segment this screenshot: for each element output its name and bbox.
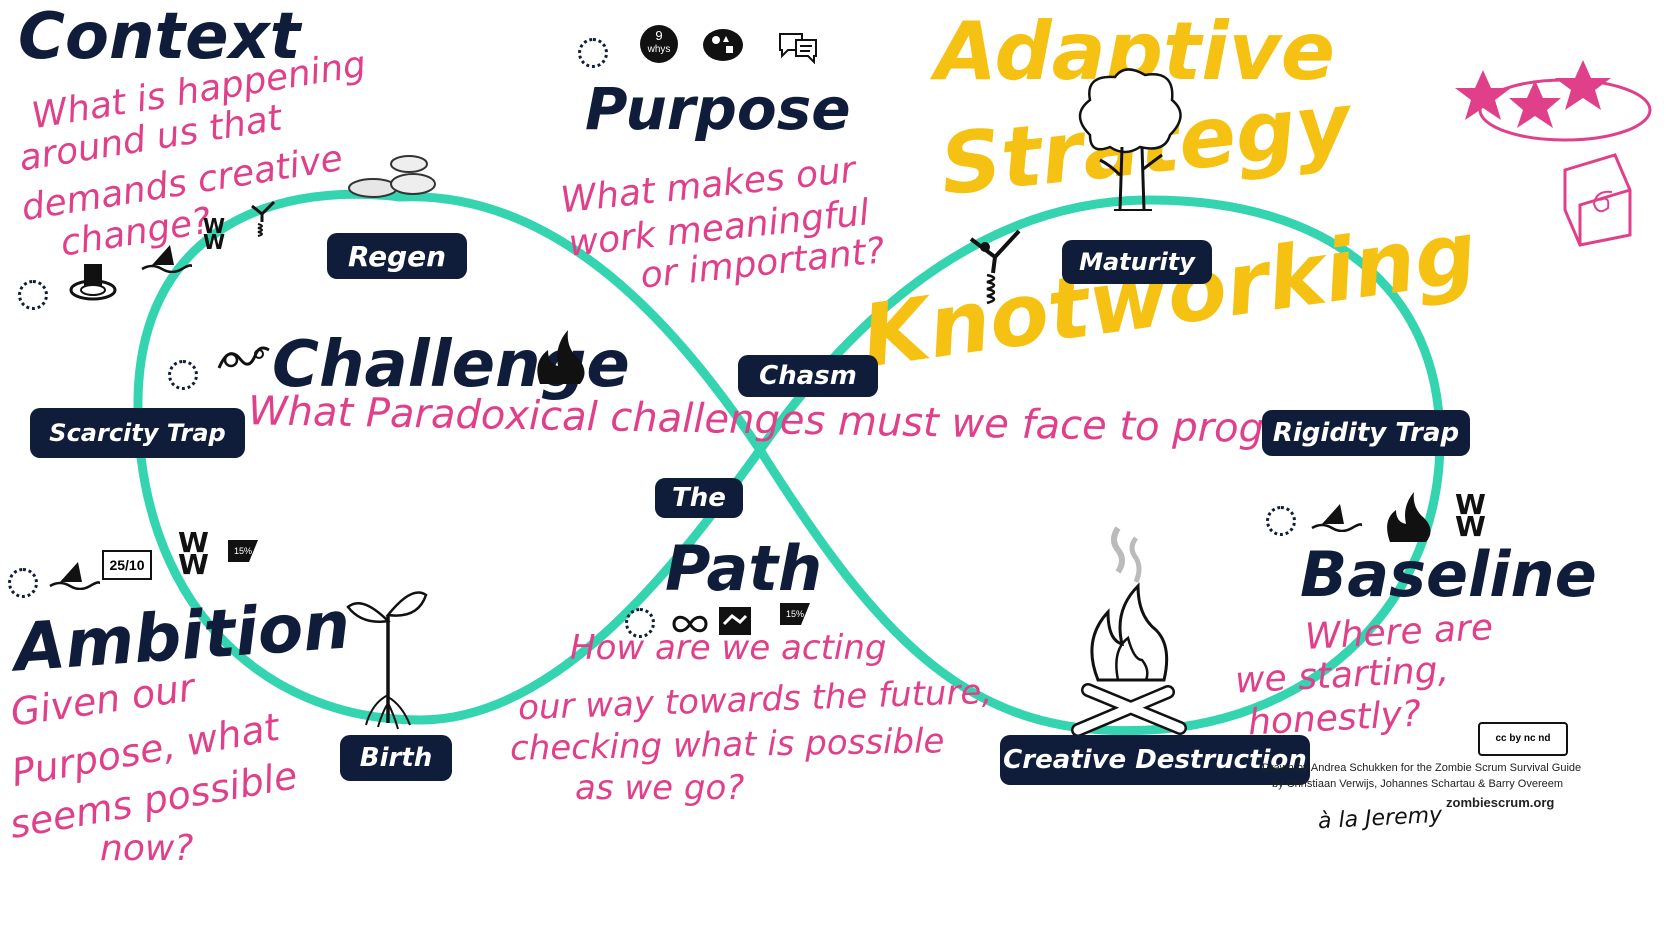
dotted-circle-icon xyxy=(8,568,38,598)
tree-icon xyxy=(1078,68,1182,211)
pill-birth: Birth xyxy=(340,735,452,781)
shark-fin-icon xyxy=(1311,504,1362,532)
credits-line-1: Drawn by Andrea Schukken for the Zombie … xyxy=(1262,762,1582,774)
pill-chasm: Chasm xyxy=(738,355,878,397)
dotted-circle-icon xyxy=(1266,506,1296,536)
question-ambition-line-4: now? xyxy=(100,828,194,869)
spiral-wave-icon xyxy=(217,346,270,369)
pill-maturity: Maturity xyxy=(1062,240,1212,284)
spring-figure-icon xyxy=(251,200,276,237)
percent-badge-icon: 15% xyxy=(228,540,258,562)
credits-site: zombiescrum.org xyxy=(1446,795,1555,810)
question-path-line-4: as we go? xyxy=(575,768,745,808)
heading-path: Path xyxy=(665,532,823,605)
percent-badge-icon: 15% xyxy=(780,603,810,625)
heading-purpose: Purpose xyxy=(585,75,851,143)
pill-regen: Regen xyxy=(327,233,467,279)
stones-icon xyxy=(348,155,436,198)
dotted-circle-icon xyxy=(625,608,655,638)
shark-fin-icon xyxy=(49,562,100,590)
pill-scarcity-trap: Scarcity Trap xyxy=(30,408,245,458)
cc-license-badge: cc by nc nd xyxy=(1478,722,1568,756)
dotted-circle-icon xyxy=(168,360,198,390)
dotted-circle-icon xyxy=(18,280,48,310)
fire-icon xyxy=(1387,492,1431,542)
handshake-icon xyxy=(719,607,751,635)
pill-the: The xyxy=(655,478,743,518)
question-path-line-1: How are we acting xyxy=(570,628,887,668)
heading-context: Context xyxy=(18,0,301,74)
pill-rigidity-trap: Rigidity Trap xyxy=(1262,410,1470,456)
drowning-pool-icon xyxy=(69,264,117,301)
campfire-icon xyxy=(1071,526,1187,737)
dotted-circle-icon xyxy=(578,38,608,68)
question-path-line-3: checking what is possible xyxy=(509,721,945,769)
sprout-icon xyxy=(346,591,428,730)
nine-whys-icon: 9 whys xyxy=(640,25,678,63)
infinity-loop-path xyxy=(133,189,1445,736)
pill-creative-destruction: Creative Destruction xyxy=(1000,735,1310,785)
shapes-icon xyxy=(703,29,743,61)
credits-line-2: by Christiaan Verwijs, Johannes Schartau… xyxy=(1272,778,1564,790)
speech-bubbles-icon xyxy=(779,33,817,64)
infinity-icon xyxy=(672,615,708,633)
bungee-figure-icon xyxy=(969,229,1021,305)
stars-box-icon xyxy=(1455,60,1652,247)
heading-baseline: Baseline xyxy=(1300,538,1597,611)
date-card-icon: 25/10 xyxy=(102,550,152,580)
shark-fin-icon xyxy=(141,245,192,273)
fire-icon xyxy=(537,330,585,384)
